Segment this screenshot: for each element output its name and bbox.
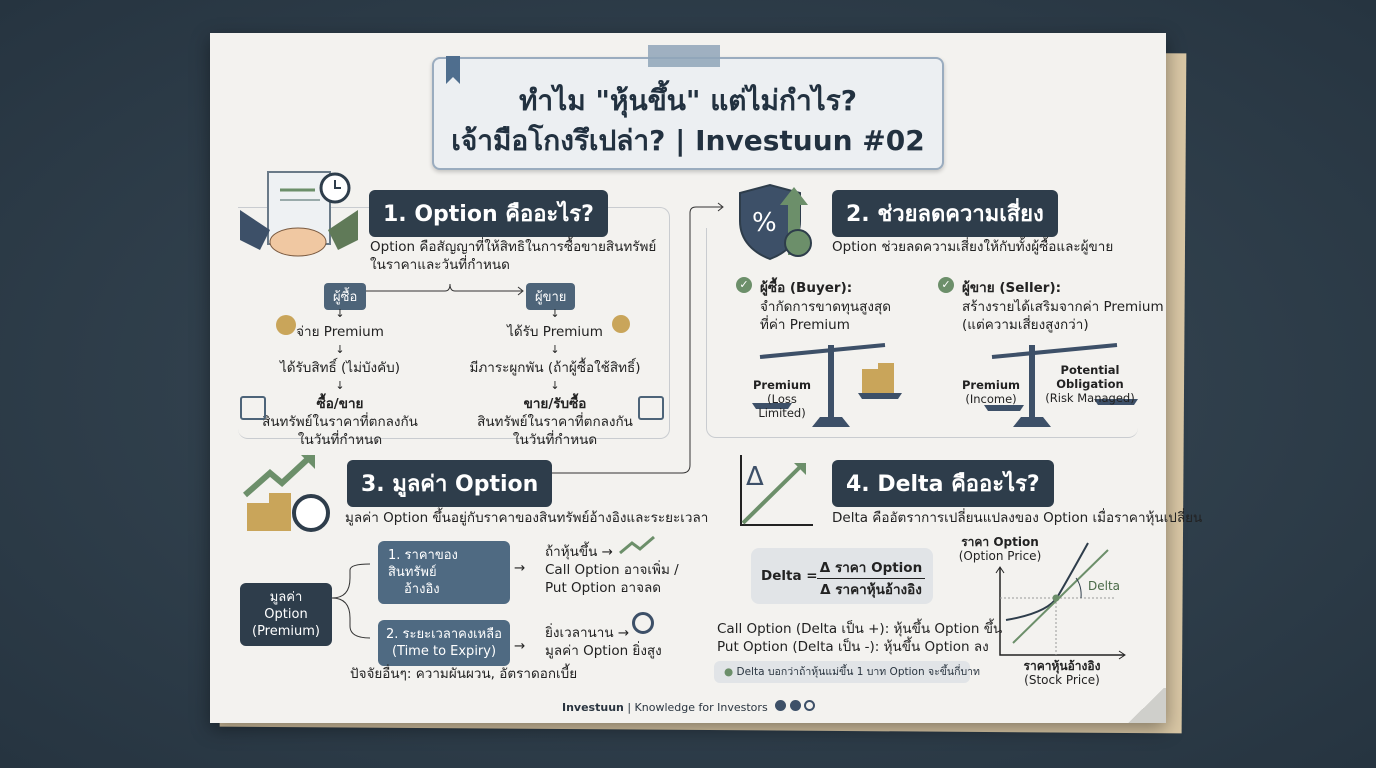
bookmark-icon (446, 56, 460, 84)
buyer-benefit-title: ผู้ซื้อ (Buyer): (760, 280, 853, 296)
delta-note: ● Delta บอกว่าถ้าหุ้นแม่ขึ้น 1 บาท Optio… (714, 661, 980, 683)
delta-tangent-chart (995, 542, 1126, 660)
tagline: | Knowledge for Investors (627, 701, 768, 714)
facebook-icon[interactable] (789, 700, 801, 711)
clock-icon (632, 612, 654, 634)
section-3-heading: 3. มูลค่า Option (347, 460, 553, 507)
buyer-flow: ↓ จ่าย Premium ↓ ได้รับสิทธิ์ (ไม่บังคับ… (250, 305, 430, 449)
hand-coin-icon (612, 315, 630, 333)
y-axis-label: ราคา Option(Option Price) (958, 535, 1042, 563)
title-line-2: เจ้ามือโกงรึเปล่า? | Investuun #02 (451, 124, 925, 157)
buyer-step-2: ได้รับสิทธิ์ (ไม่บังคับ) (279, 360, 401, 376)
result-price: ถ้าหุ้นขึ้น →Call Option อาจเพิ่ม /Put O… (545, 544, 679, 596)
handshake-contract-icon (240, 171, 358, 257)
seller-benefit-title: ผู้ขาย (Seller): (962, 280, 1062, 296)
seller-step-4: สินทรัพย์ในราคาที่ตกลงกัน (477, 414, 633, 430)
scale-buyer-left: Premium(Loss Limited) (753, 378, 811, 420)
twitter-icon[interactable] (775, 700, 787, 711)
delta-chart-icon: Δ (740, 455, 813, 526)
coins-icon (276, 315, 296, 335)
s2-desc: Option ช่วยลดความเสี่ยงให้กับทั้งผู้ซื้อ… (832, 239, 1114, 255)
balance-scale-icon (752, 343, 902, 427)
put-delta: Put Option (Delta เป็น -): หุ้นขึ้น Opti… (717, 639, 989, 655)
result-time: ยิ่งเวลานาน →มูลค่า Option ยิ่งสูง (545, 625, 662, 659)
seller-label: ผู้ขาย (526, 283, 576, 310)
section-2-frame (706, 228, 1138, 438)
section-2-heading: 2. ช่วยลดความเสี่ยง (832, 190, 1058, 237)
other-factors: ปัจจัยอื่นๆ: ความผันผวน, อัตราดอกเบี้ย (350, 666, 578, 682)
s1-desc-1: Option คือสัญญาที่ให้สิทธิในการซื้อขายสิ… (370, 239, 657, 255)
section-4-heading: 4. Delta คืออะไร? (832, 460, 1054, 507)
instagram-icon[interactable] (804, 700, 816, 711)
seller-step-3: ขาย/รับซื้อ (523, 396, 587, 412)
buyer-benefit-2: ที่ค่า Premium (760, 317, 850, 333)
tangent-label: Delta (1088, 579, 1121, 593)
factor-time-to-expiry: 2. ระยะเวลาคงเหลือ(Time to Expiry) (378, 620, 510, 666)
svg-text:Δ: Δ (746, 462, 764, 492)
title-box: ทำไม "หุ้นขึ้น" แต่ไม่กำไร? เจ้ามือโกงรึ… (432, 57, 944, 170)
factor-underlying-price: 1. ราคาของสินทรัพย์อ้างอิง (378, 541, 510, 604)
buyer-step-5: ในวันที่กำหนด (297, 432, 383, 448)
seller-step-2: มีภาระผูกพัน (ถ้าผู้ซื้อใช้สิทธิ์) (469, 360, 641, 376)
calendar-icon (638, 396, 664, 420)
svg-text:%: % (752, 208, 777, 238)
brand-name: Investuun (562, 701, 624, 714)
seller-flow: ↓ ได้รับ Premium ↓ มีภาระผูกพัน (ถ้าผู้ซ… (460, 305, 650, 449)
check-icon: ✓ (736, 277, 752, 293)
buyer-benefit-1: จำกัดการขาดทุนสูงสุด (760, 299, 891, 315)
footer: Investuun | Knowledge for Investors (562, 700, 816, 714)
delta-formula: Delta = Δ ราคา Option Δ ราคาหุ้นอ้างอิง (751, 548, 933, 604)
section-1-heading: 1. Option คืออะไร? (369, 190, 608, 237)
coins-stopwatch-icon (243, 454, 330, 532)
trend-up-icon (619, 535, 655, 555)
seller-benefit-2: (แต่ความเสี่ยงสูงกว่า) (962, 317, 1089, 333)
calendar-icon (240, 396, 266, 420)
scale-seller-left: Premium(Income) (962, 378, 1020, 406)
buyer-step-1: จ่าย Premium (296, 324, 384, 340)
buyer-step-4: สินทรัพย์ในราคาที่ตกลงกัน (262, 414, 418, 430)
page-curl (1126, 688, 1166, 723)
split-arrow (360, 283, 524, 296)
balance-scale-icon (984, 343, 1138, 427)
branch-connector (331, 563, 371, 639)
check-icon: ✓ (938, 277, 954, 293)
seller-step-1: ได้รับ Premium (507, 324, 603, 340)
buyer-step-3: ซื้อ/ขาย (316, 396, 364, 412)
tape-decoration (648, 45, 720, 67)
option-value-root: มูลค่า Option(Premium) (240, 583, 332, 646)
title-line-1: ทำไม "หุ้นขึ้น" แต่ไม่กำไร? (518, 84, 858, 117)
x-axis-label: ราคาหุ้นอ้างอิง(Stock Price) (1023, 659, 1101, 687)
seller-step-5: ในวันที่กำหนด (512, 432, 598, 448)
seller-benefit-1: สร้างรายได้เสริมจากค่า Premium (962, 299, 1164, 315)
buyer-label: ผู้ซื้อ (324, 283, 367, 310)
shield-percent-icon: % (739, 183, 812, 261)
s4-desc: Delta คืออัตราการเปลี่ยนแปลงของ Option เ… (832, 510, 1203, 526)
s1-desc-2: ในราคาและวันที่กำหนด (370, 257, 510, 273)
s3-desc: มูลค่า Option ขึ้นอยู่กับราคาของสินทรัพย… (345, 510, 709, 526)
call-delta: Call Option (Delta เป็น +): หุ้นขึ้น Opt… (717, 621, 1003, 637)
